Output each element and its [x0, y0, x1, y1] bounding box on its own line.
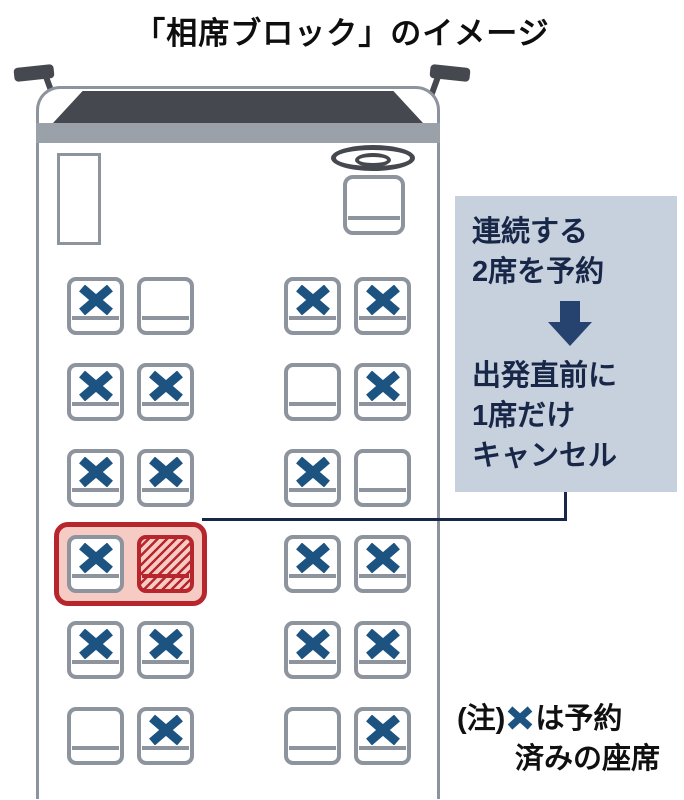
legend-note-prefix: (注): [457, 703, 506, 735]
seat-reserved: [137, 621, 194, 679]
seat-row: [54, 522, 411, 606]
x-mark-icon: [295, 543, 330, 573]
seat-empty: [354, 449, 411, 507]
seat-reserved: [354, 621, 411, 679]
left-seat-pair: [67, 449, 194, 507]
seat-row: [67, 621, 411, 679]
left-seat-pair: [67, 707, 194, 765]
highlighted-seat-pair: [54, 522, 207, 606]
annotation-step2-line2: 1席だけ: [472, 400, 576, 432]
seat-reserved: [67, 277, 124, 335]
connector-line-horizontal: [202, 518, 567, 521]
seat-empty: [284, 363, 341, 421]
x-mark-icon: [365, 543, 400, 573]
seat-grid: [54, 277, 411, 793]
x-mark-icon: [295, 629, 330, 659]
right-seat-pair: [284, 535, 411, 593]
seat-reserved: [67, 621, 124, 679]
right-seat-pair: [284, 621, 411, 679]
right-seat-pair: [284, 707, 411, 765]
seat-empty: [284, 707, 341, 765]
right-seat-pair: [284, 363, 411, 421]
x-mark-icon: [295, 285, 330, 315]
annotation-step2-line1: 出発直前に: [472, 360, 618, 392]
x-mark-icon: [365, 715, 400, 745]
door-area: [57, 153, 101, 245]
seat-reserved: [284, 277, 341, 335]
seat-row: [67, 707, 411, 765]
x-mark-icon: [148, 629, 183, 659]
page-title: 「相席ブロック」のイメージ: [134, 16, 550, 51]
x-mark-icon: [148, 371, 183, 401]
seat-reserved: [137, 707, 194, 765]
left-seat-pair: [67, 621, 194, 679]
windshield: [53, 91, 423, 123]
left-seat-pair: [67, 363, 194, 421]
seat-cancelled: [137, 535, 194, 593]
seat-reserved: [67, 449, 124, 507]
connector-line-vertical: [564, 492, 567, 520]
x-mark-icon: [365, 285, 400, 315]
seat-reserved: [284, 449, 341, 507]
x-mark-icon: [148, 715, 183, 745]
x-mark-icon: [78, 629, 113, 659]
seat-empty: [137, 277, 194, 335]
right-seat-pair: [284, 449, 411, 507]
seat-reserved: [284, 621, 341, 679]
seat-reserved: [67, 363, 124, 421]
x-mark-icon: [365, 629, 400, 659]
seat-reserved: [354, 277, 411, 335]
steering-wheel-icon: [331, 145, 415, 171]
annotation-box: 連続する 2席を予約 出発直前に 1席だけ キャンセル: [455, 196, 677, 492]
annotation-step1-line1: 連続する: [472, 216, 589, 248]
x-mark-icon: [148, 457, 183, 487]
seat-row: [67, 363, 411, 421]
x-mark-icon: [78, 457, 113, 487]
legend-note-text: は予約: [535, 703, 623, 735]
seat-reserved: [354, 707, 411, 765]
down-arrow-icon: [548, 301, 592, 346]
annotation-step1-line2: 2席を予約: [472, 256, 605, 288]
legend-note-line1: (注) は予約: [457, 700, 660, 740]
driver-seat: [343, 175, 405, 235]
seat-row: [67, 277, 411, 335]
legend-note-line2: 済みの座席: [515, 743, 661, 775]
annotation-step2-line3: キャンセル: [472, 440, 618, 472]
dashboard-band: [36, 123, 440, 143]
seat-empty: [67, 707, 124, 765]
x-mark-icon: [78, 543, 113, 573]
x-mark-icon: [295, 457, 330, 487]
seat-reserved: [354, 363, 411, 421]
seat-row: [67, 449, 411, 507]
legend-note: (注) は予約 済みの座席: [457, 700, 660, 778]
seat-reserved: [284, 535, 341, 593]
x-mark-icon: [78, 285, 113, 315]
right-seat-pair: [284, 277, 411, 335]
seat-reserved: [67, 535, 124, 593]
left-seat-pair: [67, 277, 194, 335]
x-mark-icon: [365, 371, 400, 401]
x-mark-icon: [507, 702, 533, 740]
seat-reserved: [137, 449, 194, 507]
seat-reserved: [354, 535, 411, 593]
bus-outline: [36, 86, 440, 799]
x-mark-icon: [78, 371, 113, 401]
seat-reserved: [137, 363, 194, 421]
